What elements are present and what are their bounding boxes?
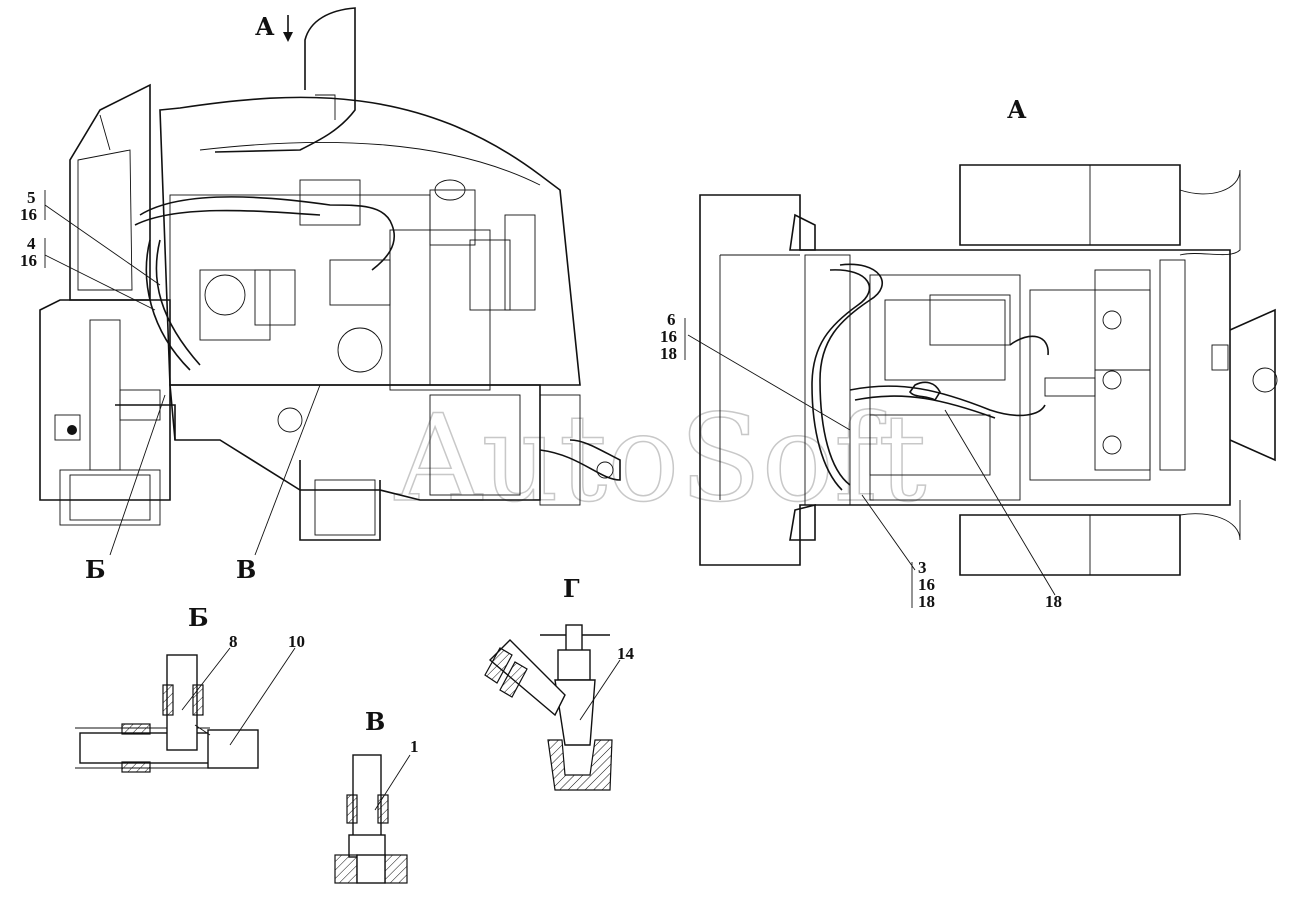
callout-16-c: 16: [660, 327, 677, 346]
view-a-title: А: [1007, 95, 1027, 124]
detail-g-title: Г: [563, 574, 580, 603]
cab-outline: [69, 83, 151, 301]
detail-b-tee-fitting: Б: [75, 603, 296, 773]
view-a-arrow-label: А: [255, 12, 275, 41]
top-view-engine: А: [684, 95, 1278, 608]
detail-v-fitting: В: [334, 707, 411, 884]
callout-3: 3: [918, 558, 927, 577]
callout-6: 6: [667, 310, 676, 329]
callout-16-b: 16: [20, 251, 37, 270]
detail-b-callout-8: 8: [229, 632, 238, 651]
callout-16-d: 16: [918, 575, 935, 594]
callout-4: 4: [27, 234, 36, 253]
side-view-engine: [39, 7, 621, 556]
hood-outline: [159, 96, 581, 386]
watermark: AutoSoft: [394, 390, 927, 529]
exhaust-pipe: [214, 7, 356, 153]
callout-18-b: 18: [918, 592, 935, 611]
marker-v-label: В: [236, 555, 256, 584]
callout-18-a: 18: [660, 344, 677, 363]
detail-v-callout-1: 1: [410, 737, 419, 756]
marker-b-label: Б: [85, 555, 106, 584]
detail-b-title: Б: [188, 603, 209, 632]
detail-b-callout-10: 10: [288, 632, 305, 651]
detail-g-callout-14: 14: [617, 644, 635, 663]
detail-g-drain-valve: Г: [484, 574, 621, 791]
callout-5: 5: [27, 188, 36, 207]
detail-v-title: В: [365, 707, 385, 736]
callout-16-a: 16: [20, 205, 37, 224]
callout-18-c: 18: [1045, 592, 1062, 611]
